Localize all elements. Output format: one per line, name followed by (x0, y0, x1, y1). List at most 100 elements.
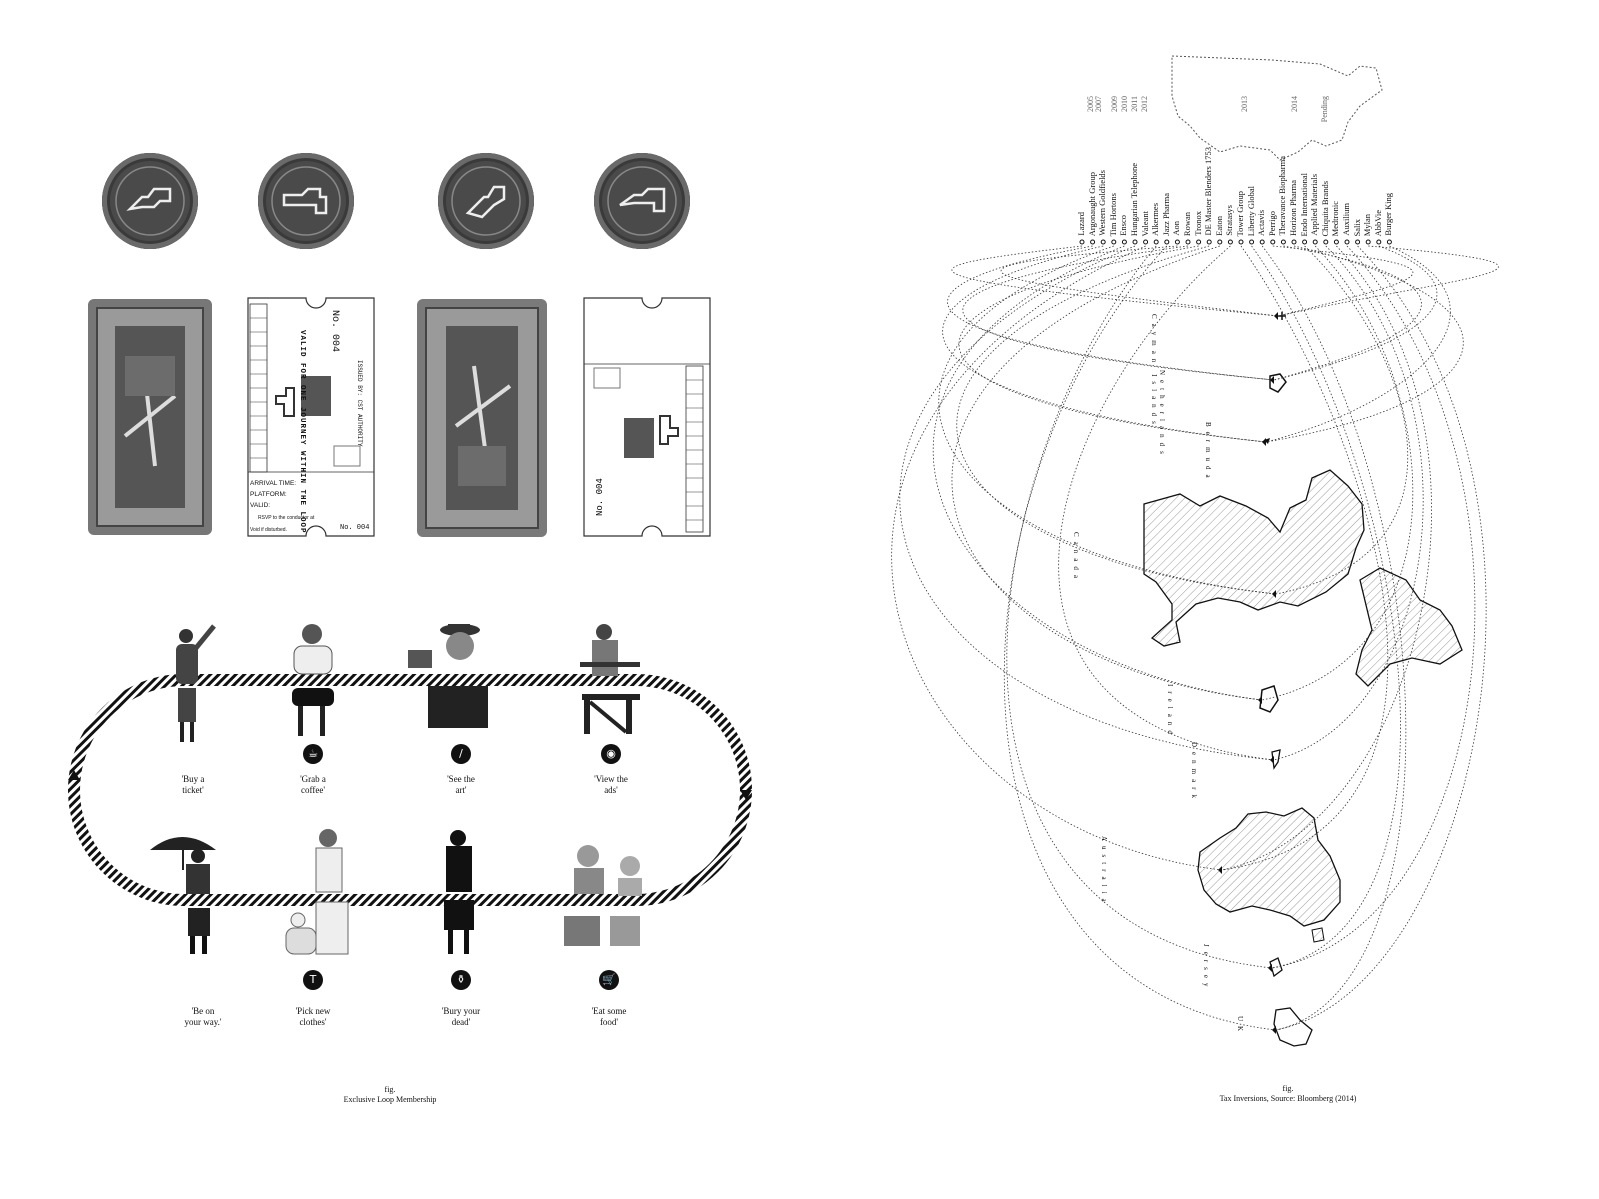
arrow-denmark-icon (1270, 756, 1274, 764)
company-label: Ensco (1118, 215, 1129, 236)
figure-caption: fig. Tax Inversions, Source: Bloomberg (… (1198, 1084, 1378, 1104)
company-dot (1121, 239, 1127, 245)
destination-label-netherlands: Netherlands (1158, 370, 1166, 459)
inversion-flow-arc (1275, 245, 1409, 595)
destination-label-cayman: Cayman Islands (1150, 314, 1158, 429)
inversion-flow-arc (951, 245, 1279, 317)
cayman-islands-shape (1278, 312, 1286, 320)
inversion-flow-arc (1003, 245, 1277, 1031)
destination-label-australia: Australia (1100, 836, 1108, 907)
year-label: 2012 (1140, 96, 1149, 112)
woman-and-child-figure (285, 829, 349, 955)
figure-label: fig. (1282, 1084, 1294, 1093)
company-dot (1143, 239, 1149, 245)
figure-label: fig. (384, 1085, 396, 1094)
activity-caption-eat-food: 'Eat some food' (591, 1006, 627, 1027)
inversion-flow-arc (1275, 245, 1487, 1031)
arrow-bermuda-icon (1262, 438, 1266, 446)
inversion-flow-arc (1271, 245, 1476, 969)
figure-caption: fig. Exclusive Loop Membership (320, 1085, 460, 1105)
year-label: 2007 (1094, 96, 1103, 112)
token-emblem-icon (607, 166, 677, 236)
woman-in-black-figure (444, 830, 474, 954)
company-dot (1344, 239, 1350, 245)
brush-icon: / (451, 744, 471, 764)
company-label: Jazz Pharma (1160, 193, 1171, 236)
year-label: 2013 (1240, 96, 1249, 112)
jersey-shape (1269, 957, 1283, 978)
token-emblem-icon (271, 166, 341, 236)
tasmania-shape (1311, 927, 1325, 943)
company-label: Chiquita Brands (1319, 180, 1330, 236)
company-label: DE Master Blenders 1753 (1203, 147, 1214, 236)
woman-with-umbrella-figure (150, 837, 216, 954)
ornate-ticket-photo (417, 299, 547, 537)
company-dot (1174, 239, 1180, 245)
arrow-cayman-icon (1274, 312, 1278, 320)
platform-field: PLATFORM: (250, 491, 287, 498)
activity-caption-grab-coffee: 'Grab a coffee' (300, 774, 326, 795)
transit-token (258, 153, 354, 249)
company-dot (1386, 239, 1392, 245)
inversion-flow-arc (932, 245, 1263, 701)
cart-icon: 🛒 (599, 970, 619, 990)
usa-outline (1171, 55, 1383, 161)
company-dot (1365, 239, 1371, 245)
company-dot (1302, 239, 1308, 245)
loop-membership-panel: No. 004 VALID FOR ONE JOURNEY WITHIN THE… (68, 153, 752, 1105)
laughing-woman-figure (292, 624, 334, 736)
activity-caption-see-art: 'See the art' (447, 774, 475, 795)
netherlands-shape (1269, 373, 1287, 393)
arrow-ireland-icon (1258, 696, 1262, 704)
ticket-void: Void if disturbed. (250, 527, 287, 533)
photographer-figure (408, 624, 488, 728)
activity-caption-bury-dead: 'Bury your dead' (441, 1006, 481, 1027)
ticket-rsvp: RSVP to the conductor at (258, 515, 315, 521)
destination-label-bermuda: Bermuda (1204, 422, 1212, 483)
eye-icon: ◉ (601, 744, 621, 764)
company-label: Tronox (1192, 211, 1203, 236)
ticket-issuer: ISSUED BY: CST AUTHORITY (356, 360, 363, 447)
company-label: Medtronic (1330, 200, 1341, 236)
company-label: Salix (1351, 218, 1362, 236)
company-label: Theravance Biopharma (1277, 156, 1288, 236)
company-label: Aon (1171, 221, 1182, 236)
loop-pass-ticket (247, 297, 375, 537)
company-label: Auxilium (1341, 203, 1351, 236)
tax-inversion-flow-map (891, 55, 1499, 1047)
inversion-flow-arc (947, 245, 1275, 381)
company-label: Perrigo (1266, 210, 1277, 236)
company-dot (1259, 239, 1265, 245)
ornate-ticket-photo (88, 299, 212, 535)
activity-caption-be-on-way: 'Be on your way.' (184, 1006, 222, 1027)
company-label: AbbVie (1372, 209, 1383, 236)
valid-field: VALID: (250, 502, 271, 509)
company-label: Western Goldfields (1097, 170, 1108, 236)
arrowheads (1218, 312, 1278, 1034)
inversion-flow-arc (1058, 245, 1275, 761)
inversion-flow-arc (951, 245, 1263, 701)
company-dot (1153, 239, 1159, 245)
company-dot (1079, 239, 1085, 245)
company-dot (1217, 239, 1223, 245)
company-label: Applied Materials (1309, 174, 1320, 236)
destination-label-jersey: Jersey (1202, 944, 1210, 992)
inversion-flow-arc (891, 245, 1223, 871)
inversion-flow-arc (1273, 245, 1424, 761)
company-dot (1249, 239, 1255, 245)
inversion-flow-arc (1277, 245, 1499, 317)
inversion-flow-arc (1272, 245, 1414, 317)
company-dot (1280, 239, 1286, 245)
activity-caption-view-ads: 'View the ads' (594, 774, 628, 795)
figure-title: Exclusive Loop Membership (343, 1095, 437, 1104)
arrow-netherlands-icon (1270, 376, 1274, 384)
inversion-flow-arc (962, 245, 1275, 381)
activity-caption-buy-ticket: 'Buy a ticket' (181, 774, 205, 795)
fare-token (594, 153, 690, 249)
company-label: Rowan (1182, 211, 1192, 236)
man-at-railing-figure (580, 624, 640, 734)
inversion-flow-arc (1000, 245, 1279, 317)
token-emblem-icon (115, 166, 185, 236)
ticket-headline: VALID FOR ONE JOURNEY WITHIN THE LOOP (298, 330, 306, 534)
